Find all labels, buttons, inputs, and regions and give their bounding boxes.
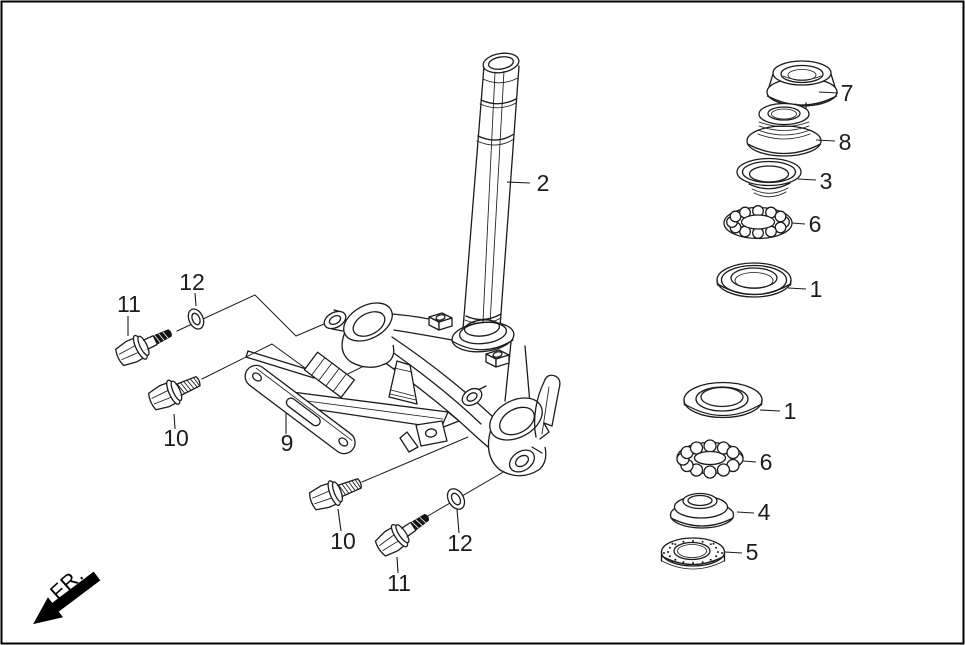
- lower-bearing-race: [683, 381, 763, 419]
- pinch-bolt-lower: [374, 513, 430, 557]
- callout-pinch-bolt-upper: 11: [117, 291, 141, 317]
- callout-upper-ball-retainer: 6: [809, 211, 822, 237]
- upper-bearing-race: [716, 262, 792, 298]
- fr-arrow-icon: [33, 571, 101, 625]
- leader-line-top-cone-race: [815, 139, 836, 142]
- upper-ball-retainer: [723, 205, 793, 240]
- leader-line-lower-bearing-race: [759, 409, 781, 412]
- callout-flange-bolt-left: 10: [163, 425, 189, 451]
- fr-indicator: FR.: [33, 563, 101, 625]
- callout-steering-stem-nut: 7: [841, 80, 854, 106]
- bottom-dust-seal: [660, 537, 726, 570]
- stem-base-boss: [451, 319, 515, 353]
- top-cone-race: [746, 102, 822, 157]
- center-lug: [461, 385, 487, 407]
- callout-stay-bracket: 9: [281, 430, 294, 456]
- callout-steering-stem-tube: 2: [537, 170, 550, 196]
- weld-nut-left: [428, 312, 453, 331]
- upper-dust-seal: [736, 157, 802, 198]
- callout-flange-bolt-lower: 10: [330, 528, 356, 554]
- callout-pinch-bolt-lower: 11: [387, 570, 411, 596]
- washer-lower: [446, 488, 466, 510]
- leader-line-upper-dust-seal: [797, 178, 817, 181]
- assembly-axis-lines: [176, 294, 518, 518]
- left-fork-clamp: [323, 302, 395, 368]
- right-fork-clamp: [487, 374, 561, 477]
- stay-plate-assembly: [245, 350, 460, 453]
- callout-washer-lower: 12: [447, 530, 473, 556]
- seal-stipple-texture: [663, 540, 723, 564]
- callout-upper-bearing-race: 1: [810, 276, 823, 302]
- callout-bottom-dust-seal: 5: [746, 539, 759, 565]
- flange-bolt-lower: [308, 478, 362, 511]
- fr-label: FR.: [46, 563, 89, 605]
- washer-upper: [187, 308, 205, 330]
- cable-guide-block: [303, 351, 356, 399]
- stay-bracket: [244, 364, 356, 455]
- steering-stem-tube: [462, 52, 520, 330]
- callout-top-cone-race: 8: [839, 129, 852, 155]
- leader-line-washer-lower: [456, 508, 460, 534]
- callout-lower-ball-retainer: 6: [760, 449, 773, 475]
- leader-line-steering-stem-tube: [506, 181, 531, 184]
- callout-lower-bearing-race: 1: [784, 398, 797, 424]
- lower-ball-retainer: [676, 439, 744, 479]
- mount-tab: [415, 420, 448, 447]
- pinch-lug-lower: [508, 449, 536, 473]
- weld-nut-right: [485, 349, 510, 368]
- leader-line-steering-stem-nut: [818, 91, 839, 94]
- callout-bottom-cone-race: 4: [758, 499, 771, 525]
- leader-line-bottom-dust-seal: [724, 551, 743, 554]
- pinch-lug-upper: [323, 310, 347, 330]
- pinch-bolt-upper: [115, 329, 172, 367]
- leader-line-flange-bolt-lower: [337, 508, 342, 532]
- callout-upper-dust-seal: 3: [820, 168, 833, 194]
- steering-stem-nut: [766, 60, 838, 113]
- leader-line-flange-bolt-left: [173, 413, 176, 430]
- leader-line-bottom-cone-race: [736, 511, 755, 514]
- callout-washer-upper: 12: [179, 269, 205, 295]
- leader-line-upper-bearing-race: [787, 287, 807, 290]
- leader-line-lower-ball-retainer: [742, 460, 757, 463]
- leader-line-upper-ball-retainer: [791, 222, 806, 225]
- bottom-cone-race: [669, 492, 735, 529]
- leader-line-pinch-bolt-lower: [396, 556, 399, 574]
- leader-line-washer-upper: [194, 292, 197, 307]
- cable-guide-hook: [533, 374, 561, 440]
- flange-bolt-left: [147, 376, 201, 411]
